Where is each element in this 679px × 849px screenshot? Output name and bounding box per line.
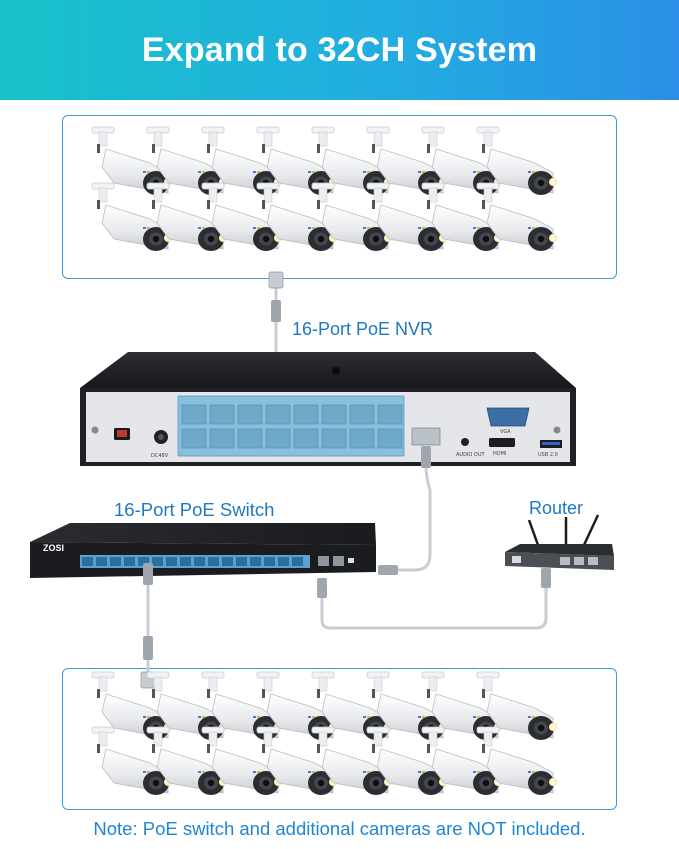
top-camera-array: [91, 126, 558, 252]
hdmi-label: HDMI: [493, 451, 506, 457]
switch-ports: [82, 557, 303, 566]
switch-to-router-cable: [317, 568, 551, 630]
poe-switch-device: ZOSI: [30, 523, 376, 578]
power-label: DC48V: [151, 453, 169, 459]
switch-label: 16-Port PoE Switch: [114, 499, 275, 520]
usb-label: USB 2.0: [538, 452, 558, 458]
audio-label: AUDIO OUT: [456, 452, 486, 458]
router-device: [505, 514, 614, 570]
banner-title: Expand to 32CH System: [141, 30, 538, 69]
router-label: Router: [529, 498, 584, 518]
vga-label: VGA: [500, 429, 511, 435]
switch-to-bottom-cable: [140, 563, 156, 689]
nvr-uplink-cable: [378, 445, 432, 575]
switch-brand-logo: ZOSI: [43, 543, 64, 553]
nvr-label: 16-Port PoE NVR: [292, 319, 434, 339]
footnote: Note: PoE switch and additional cameras …: [93, 818, 586, 839]
header-banner: Expand to 32CH System: [0, 0, 679, 100]
nvr-poe-ports: [181, 404, 403, 449]
nvr-device: DC48V AUDIO OUT VGA HDMI: [80, 352, 576, 466]
bottom-camera-array: [91, 671, 558, 796]
